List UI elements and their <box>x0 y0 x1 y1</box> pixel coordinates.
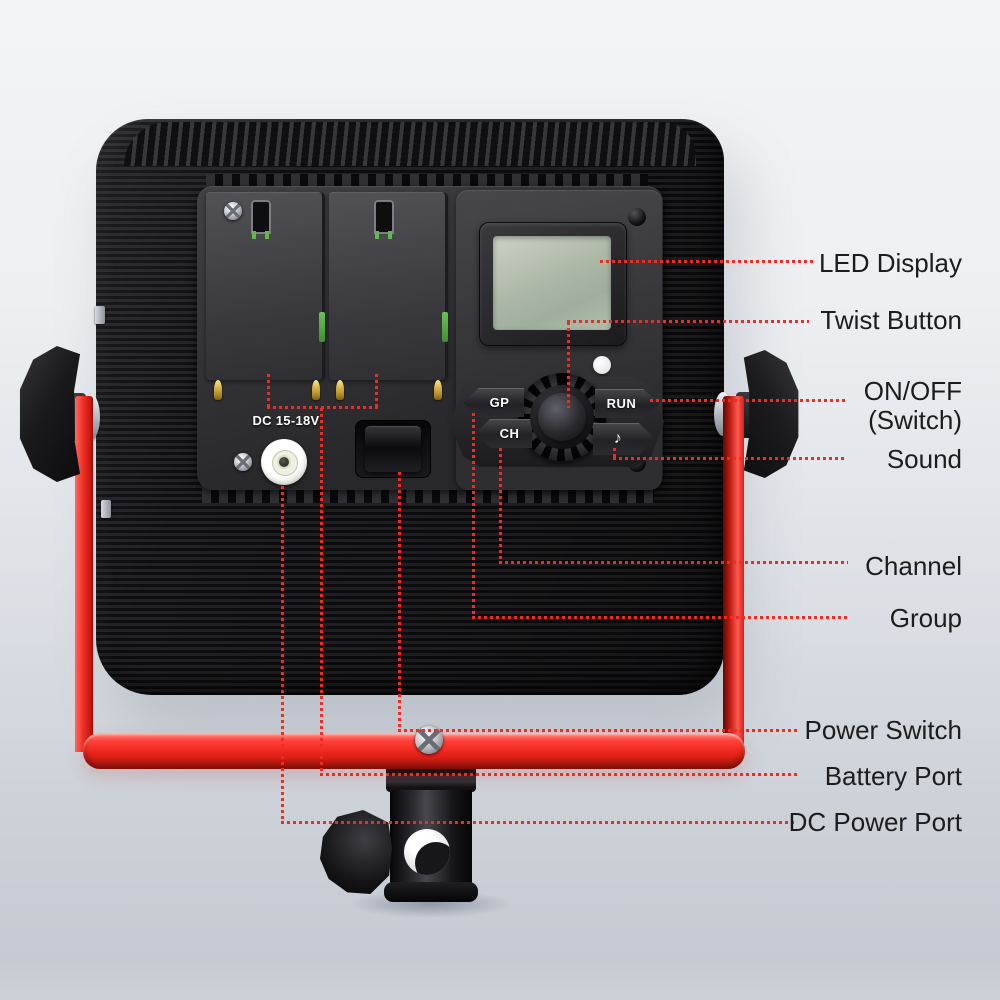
run-button-label: RUN <box>606 396 637 411</box>
music-note-icon: ♪ <box>613 430 623 447</box>
leader-line-battery-port <box>375 374 378 410</box>
leader-line-battery-port <box>320 773 799 776</box>
leader-line-battery-port <box>267 374 270 410</box>
tension-knob-left[interactable] <box>19 346 81 482</box>
battery-lock-slot <box>251 200 271 234</box>
twist-button-knob[interactable] <box>538 393 586 441</box>
callout-twist-button: Twist Button <box>820 305 962 335</box>
battery-contact-pin <box>214 380 222 400</box>
leader-line-sound <box>613 448 616 460</box>
battery-contact-pin <box>336 380 344 400</box>
umbrella-hole-bore <box>415 842 450 875</box>
power-switch[interactable] <box>365 426 421 472</box>
callout-on-off-line2: (Switch) <box>868 405 962 435</box>
leader-line-twist-button <box>567 320 809 323</box>
leader-line-on-off <box>650 399 846 402</box>
leader-line-group <box>472 413 475 619</box>
bracket-arm-left <box>75 396 93 752</box>
callout-sound: Sound <box>886 444 962 474</box>
mount-flange <box>384 882 478 902</box>
callout-on-off-line1: ON/OFF <box>863 376 962 406</box>
battery-contact-pin <box>312 380 320 400</box>
callout-battery-port: Battery Port <box>824 761 962 791</box>
channel-button-label: CH <box>499 426 520 441</box>
callout-led-display: LED Display <box>818 248 962 278</box>
battery-release-tab <box>442 312 448 342</box>
callout-power-switch: Power Switch <box>804 715 963 745</box>
leader-line-battery-port <box>320 408 323 776</box>
bracket-arm-right <box>723 396 744 748</box>
leader-line-dc-power-port <box>281 821 797 824</box>
phillips-screw-icon <box>234 453 252 471</box>
umbrella-hole <box>404 829 450 875</box>
leader-line-channel <box>499 448 502 564</box>
callout-channel: Channel <box>865 551 962 581</box>
battery-slot-mark <box>265 231 269 239</box>
edge-screw-tab <box>95 306 105 324</box>
tension-knob-right[interactable] <box>743 350 799 478</box>
leader-line-power-switch <box>398 729 800 732</box>
callout-group: Group <box>889 603 962 633</box>
bracket-bottom-bar <box>83 733 745 769</box>
leader-line-twist-button <box>567 322 570 408</box>
led-display-screen <box>493 236 611 330</box>
dc-power-port-hole <box>279 457 289 467</box>
callout-dc-power-port: DC Power Port <box>788 807 962 837</box>
indicator-led <box>593 356 611 374</box>
phillips-screw-icon <box>224 202 242 220</box>
leader-line-sound <box>613 457 846 460</box>
dc-input-label: DC 15-18V <box>252 413 320 428</box>
battery-contact-pin <box>434 380 442 400</box>
battery-slot-mark <box>375 231 379 239</box>
leader-line-dc-power-port <box>281 486 284 824</box>
battery-slot-mark <box>252 231 256 239</box>
leader-line-group <box>472 616 848 619</box>
heatsink-fins-top <box>124 122 696 166</box>
screw-hole <box>628 208 646 226</box>
callout-on-off-switch: ON/OFF (Switch) <box>864 377 962 435</box>
edge-screw-tab <box>101 500 111 518</box>
group-button-label: GP <box>489 395 510 410</box>
leader-line-channel <box>499 561 848 564</box>
heatsink-teeth-lower <box>202 486 654 503</box>
battery-lock-slot <box>374 200 394 234</box>
leader-line-led-display <box>600 260 814 263</box>
battery-slot-mark <box>388 231 392 239</box>
leader-line-power-switch <box>398 472 401 732</box>
battery-release-tab <box>319 312 325 342</box>
leader-line-battery-port <box>267 406 378 409</box>
